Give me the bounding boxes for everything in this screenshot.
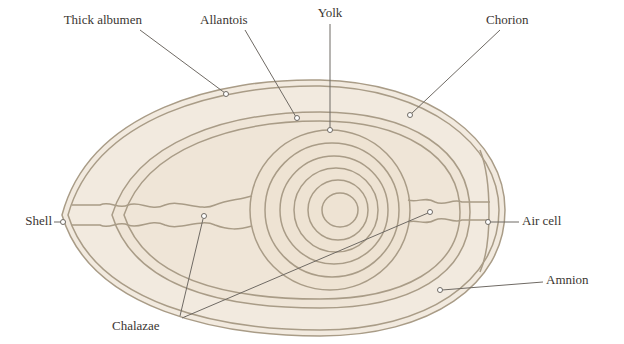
yolk-ring bbox=[250, 130, 410, 290]
yolk-ring bbox=[322, 193, 358, 227]
leader-line bbox=[140, 30, 225, 93]
chalaza bbox=[72, 196, 252, 207]
part-label: Thick albumen bbox=[64, 12, 142, 28]
chalaza bbox=[408, 199, 490, 203]
leader-dot bbox=[438, 288, 443, 293]
chalaza bbox=[72, 223, 252, 229]
yolk-ring bbox=[265, 143, 399, 277]
allantois-membrane bbox=[124, 121, 460, 299]
leader-line bbox=[54, 222, 61, 223]
leader-line bbox=[182, 213, 428, 318]
yolk-ring bbox=[308, 180, 368, 240]
leader-line bbox=[330, 24, 331, 128]
leader-dot bbox=[408, 113, 413, 118]
leader-dot bbox=[61, 220, 66, 225]
leader-line bbox=[442, 282, 543, 290]
leader-line bbox=[490, 222, 519, 223]
leader-line bbox=[180, 219, 203, 316]
part-label: Chalazae bbox=[112, 318, 160, 334]
chalaza bbox=[408, 218, 490, 222]
yolk-ring bbox=[280, 156, 388, 264]
part-label: Chorion bbox=[486, 12, 529, 28]
leader-dot bbox=[202, 214, 207, 219]
shell-membrane bbox=[68, 86, 499, 330]
leader-dot bbox=[224, 92, 229, 97]
part-label: Yolk bbox=[318, 5, 343, 21]
part-label: Allantois bbox=[200, 12, 248, 28]
leader-line bbox=[245, 30, 296, 117]
egg-shell bbox=[62, 80, 505, 336]
leader-dot bbox=[328, 128, 333, 133]
air-cell bbox=[480, 150, 489, 272]
leader-dot bbox=[428, 210, 433, 215]
part-label: Amnion bbox=[546, 272, 589, 288]
chorion-membrane bbox=[112, 112, 470, 308]
leader-dot bbox=[295, 116, 300, 121]
leader-dot bbox=[486, 220, 491, 225]
part-label: Air cell bbox=[522, 213, 561, 229]
leader-line bbox=[411, 30, 500, 114]
part-label: Shell bbox=[25, 213, 52, 229]
